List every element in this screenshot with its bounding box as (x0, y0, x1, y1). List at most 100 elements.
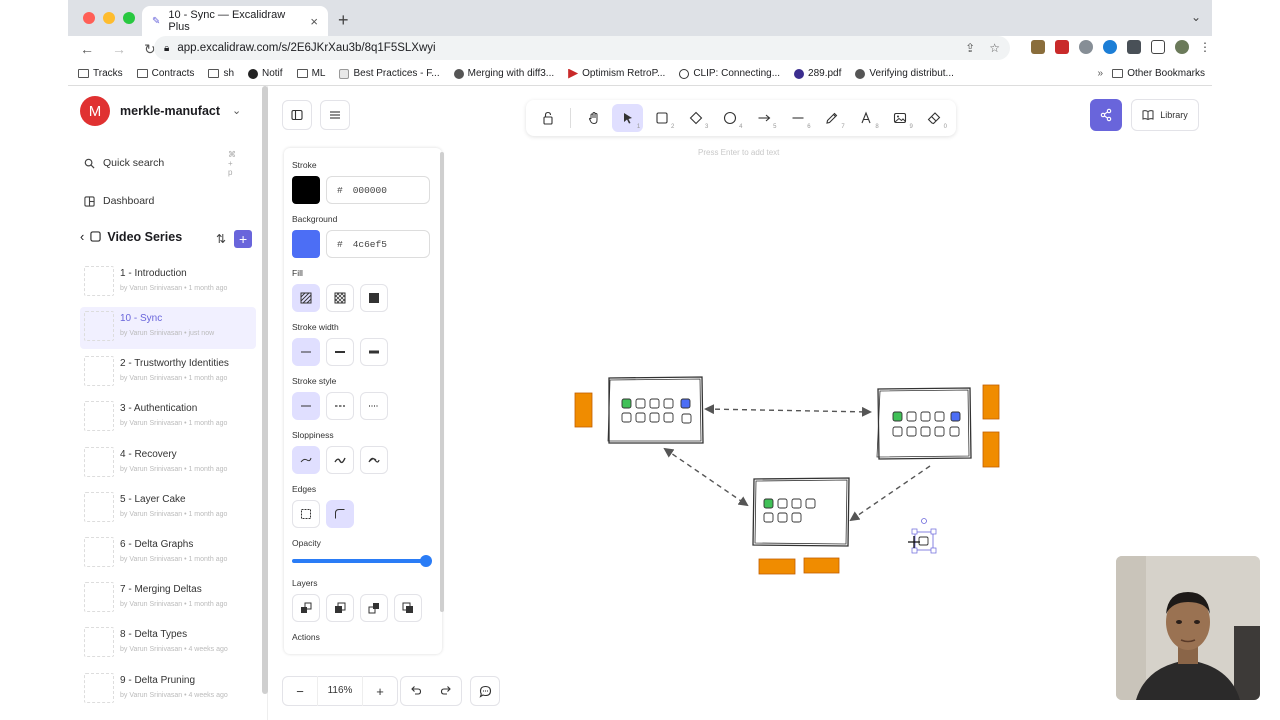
arrow[interactable] (663, 447, 749, 507)
maximize-window-button[interactable] (123, 12, 135, 24)
orange-block[interactable] (982, 384, 1000, 420)
reload-icon[interactable]: ↻ (144, 40, 156, 57)
share-page-icon[interactable]: ⇪ (965, 41, 976, 55)
tab-search-chevron-icon[interactable]: ⌄ (1190, 10, 1201, 24)
orange-block[interactable] (758, 558, 796, 575)
bookmark-item[interactable]: Best Practices - F... (339, 68, 440, 79)
team-switcher[interactable]: M merkle-manufacto (80, 96, 220, 126)
browser-tab[interactable]: ✎ 10 - Sync — Excalidraw Plus × (142, 6, 328, 36)
node-box[interactable] (876, 387, 972, 460)
selection-tool[interactable]: 1 (612, 104, 644, 132)
background-color-swatch[interactable] (292, 230, 320, 258)
sidepanel-icon[interactable] (1151, 40, 1165, 54)
fill-crosshatch-button[interactable] (326, 284, 354, 312)
opacity-slider[interactable] (292, 554, 434, 568)
selected-element[interactable] (908, 518, 937, 554)
stroke-thin-button[interactable] (292, 338, 320, 366)
diamond-tool[interactable]: 3 (680, 104, 711, 132)
chevron-left-icon[interactable]: ‹ (80, 229, 85, 244)
stroke-dashed-button[interactable] (326, 392, 354, 420)
orange-block[interactable] (574, 392, 593, 428)
fill-solid-button[interactable] (360, 284, 388, 312)
main-menu-button[interactable] (320, 100, 350, 130)
zoom-level[interactable]: 116% (317, 676, 363, 706)
sort-icon[interactable]: ⇅ (216, 232, 227, 246)
bookmark-item[interactable]: Contracts (136, 68, 194, 79)
bookmark-item[interactable]: Merging with diff3... (453, 68, 554, 79)
profile-avatar[interactable] (1175, 40, 1189, 54)
bookmark-item[interactable]: CLIP: Connecting... (679, 68, 780, 79)
sidebar-scrollbar[interactable] (262, 86, 268, 694)
add-scene-button[interactable]: + (234, 230, 253, 248)
properties-scrollbar[interactable] (440, 152, 444, 612)
back-icon[interactable]: ← (80, 40, 94, 57)
bookmark-item[interactable]: 289.pdf (794, 68, 841, 79)
node-box[interactable] (752, 477, 850, 547)
extension-icon[interactable] (1055, 40, 1069, 54)
rectangle-tool[interactable]: 2 (646, 104, 677, 132)
opacity-knob[interactable] (420, 555, 432, 567)
bookmark-star-icon[interactable]: ☆ (989, 41, 1000, 55)
hand-tool[interactable] (578, 104, 609, 132)
stroke-bold-button[interactable] (326, 338, 354, 366)
node-box[interactable] (607, 376, 704, 444)
stroke-hex-input[interactable]: #000000 (326, 176, 430, 204)
url-input[interactable]: 🔒︎ app.excalidraw.com/s/2E6JKrXau3b/8q1F… (154, 36, 1010, 60)
quick-search[interactable]: Quick search ⌘ + p (84, 150, 236, 177)
extension-icon[interactable] (1031, 40, 1045, 54)
share-button[interactable] (1090, 99, 1122, 131)
pencil-tool[interactable]: 7 (817, 104, 848, 132)
bring-forward-button[interactable] (360, 594, 388, 622)
background-hex-input[interactable]: #4c6ef5 (326, 230, 430, 258)
minimize-window-button[interactable] (103, 12, 115, 24)
send-to-back-button[interactable] (292, 594, 320, 622)
eraser-tool[interactable]: 0 (919, 104, 950, 132)
edges-sharp-button[interactable] (292, 500, 320, 528)
bookmark-item[interactable]: Optimism RetroP... (568, 68, 665, 79)
orange-block[interactable] (803, 557, 840, 574)
line-tool[interactable]: 6 (783, 104, 814, 132)
image-tool[interactable]: 9 (885, 104, 916, 132)
arrow[interactable] (704, 404, 872, 417)
bookmark-item[interactable]: Notif (248, 68, 283, 79)
orange-block[interactable] (982, 431, 1000, 468)
sidebar-item-dashboard[interactable]: Dashboard (84, 195, 154, 207)
bookmark-item[interactable]: Tracks (78, 68, 123, 79)
arrow-tool[interactable]: 5 (748, 104, 779, 132)
zoom-in-button[interactable]: + (376, 683, 384, 699)
lock-tool[interactable] (532, 104, 563, 132)
sloppiness-cartoonist-button[interactable] (360, 446, 388, 474)
bring-to-front-button[interactable] (394, 594, 422, 622)
sloppiness-artist-button[interactable] (326, 446, 354, 474)
arrow[interactable] (849, 465, 931, 522)
library-button[interactable]: Library (1131, 99, 1199, 131)
text-tool[interactable]: 8 (851, 104, 882, 132)
ellipse-tool[interactable]: 4 (714, 104, 745, 132)
close-window-button[interactable] (83, 12, 95, 24)
toggle-sidebar-button[interactable] (282, 100, 312, 130)
edges-round-button[interactable] (326, 500, 354, 528)
stroke-color-swatch[interactable] (292, 176, 320, 204)
sloppiness-architect-button[interactable] (292, 446, 320, 474)
kebab-menu-icon[interactable]: ⋮ (1199, 40, 1211, 54)
fill-hachure-button[interactable] (292, 284, 320, 312)
stroke-solid-button[interactable] (292, 392, 320, 420)
stroke-dotted-button[interactable] (360, 392, 388, 420)
extension-icon[interactable] (1079, 40, 1093, 54)
puzzle-icon[interactable] (1127, 40, 1141, 54)
chevron-down-icon[interactable]: ⌄ (232, 105, 242, 117)
redo-button[interactable] (431, 684, 461, 699)
new-tab-button[interactable]: + (338, 10, 349, 30)
send-backward-button[interactable] (326, 594, 354, 622)
extension-icon[interactable] (1103, 40, 1117, 54)
stroke-extrabold-button[interactable] (360, 338, 388, 366)
